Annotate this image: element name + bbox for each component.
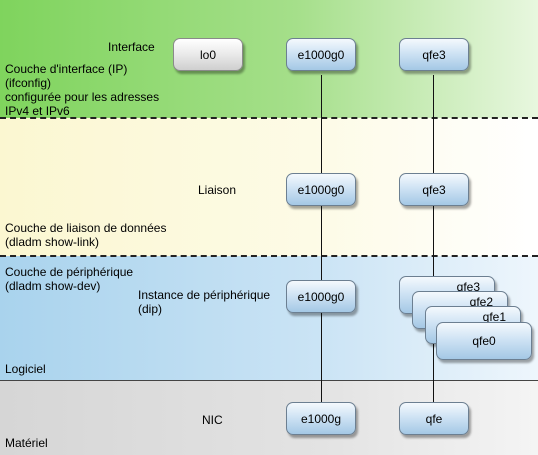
link-layer-description: Couche de liaison de données (dladm show… xyxy=(5,221,167,249)
interface-layer-description: Couche d'interface (IP) (ifconfig) confi… xyxy=(5,62,160,118)
interface-link-separator xyxy=(0,117,538,119)
node-interface-qfe3: qfe3 xyxy=(399,38,469,71)
node-link-qfe3: qfe3 xyxy=(399,173,469,206)
node-device-qfe0: qfe0 xyxy=(436,322,532,360)
node-hardware-qfe: qfe xyxy=(399,402,469,435)
node-interface-e1000g0: e1000g0 xyxy=(286,38,356,71)
interface-row-label: Interface xyxy=(108,40,155,54)
node-link-e1000g0: e1000g0 xyxy=(286,173,356,206)
device-layer-description: Couche de périphérique (dladm show-dev) xyxy=(5,265,134,293)
hardware-footer-label: Matériel xyxy=(5,436,48,450)
software-footer-label: Logiciel xyxy=(5,362,46,376)
node-hardware-e1000g: e1000g xyxy=(286,402,356,435)
device-row-label: Instance de périphérique (dip) xyxy=(138,288,271,316)
link-row-label: Liaison xyxy=(198,183,237,197)
node-lo0: lo0 xyxy=(173,38,243,71)
e1000g-connector-line xyxy=(321,75,322,405)
qfe-connector-line xyxy=(433,75,434,405)
software-hardware-separator xyxy=(0,380,538,381)
hardware-row-label: NIC xyxy=(202,413,223,427)
link-device-separator xyxy=(0,255,538,257)
node-device-e1000g0: e1000g0 xyxy=(286,280,356,313)
